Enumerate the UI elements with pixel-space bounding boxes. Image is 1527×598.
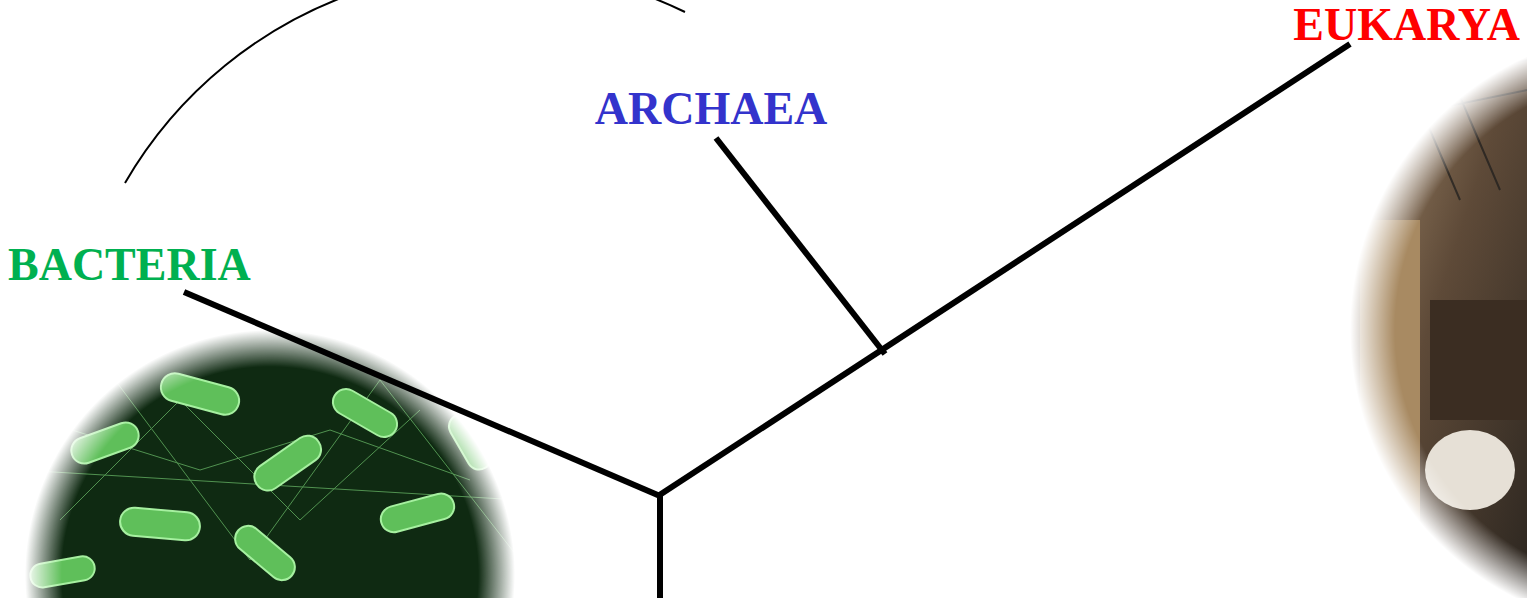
domain-label: EUKARYA <box>1293 2 1520 48</box>
bacteria-photo <box>0 320 560 598</box>
eukarya-photo <box>1340 30 1527 598</box>
domain-label: BACTERIA <box>8 242 251 288</box>
domain-label: ARCHAEA <box>595 86 828 132</box>
tree-branches <box>125 0 1350 598</box>
